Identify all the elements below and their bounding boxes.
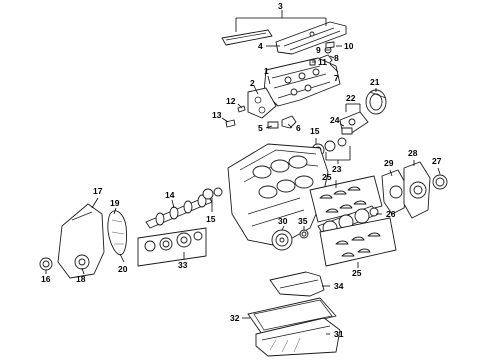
callout-35: 35 (298, 216, 308, 226)
callout-labels: 3 4 9 10 8 11 7 1 2 12 13 5 6 21 22 24 1… (41, 1, 442, 339)
oil-pickup (269, 271, 325, 297)
oil-pan (255, 317, 341, 357)
callout-8: 8 (334, 53, 339, 63)
callout-4: 4 (258, 41, 263, 51)
rear-cover (403, 161, 431, 219)
timing-cover (57, 203, 105, 279)
intake-parts (339, 111, 369, 135)
callout-23: 23 (332, 164, 342, 174)
callout-3: 3 (278, 1, 283, 11)
callout-25-upper: 25 (322, 172, 332, 182)
callout-17: 17 (93, 186, 103, 196)
cam-bearings (202, 187, 223, 200)
callout-5: 5 (258, 123, 263, 133)
engine-block (227, 143, 329, 247)
pushrods (267, 115, 297, 129)
callout-15-right: 15 (310, 126, 320, 136)
callout-6: 6 (296, 123, 301, 133)
callout-20: 20 (118, 264, 128, 274)
callout-11: 11 (318, 57, 327, 67)
callout-9: 9 (316, 45, 321, 55)
callout-14: 14 (165, 190, 175, 200)
callout-28: 28 (408, 148, 418, 158)
valve-cover-gasket (221, 29, 273, 46)
head-gasket (247, 87, 277, 119)
callout-26: 26 (386, 209, 396, 219)
callout-10: 10 (344, 41, 354, 51)
callout-22: 22 (346, 93, 356, 103)
callout-30: 30 (278, 216, 288, 226)
crank-seal (39, 257, 53, 271)
cylinder-head (263, 57, 341, 107)
throttle-body (365, 89, 387, 115)
balancer-bolt (299, 229, 309, 239)
timing-set (137, 227, 207, 267)
valve-cover (275, 21, 347, 55)
callout-34: 34 (334, 281, 344, 291)
callout-32: 32 (230, 313, 240, 323)
rear-seal-housing (381, 169, 409, 215)
callout-1: 1 (264, 66, 269, 76)
rear-main-seal (432, 174, 448, 190)
callout-18: 18 (76, 274, 86, 284)
callout-13: 13 (212, 110, 222, 120)
callout-15-left: 15 (206, 214, 216, 224)
camshaft (145, 194, 213, 229)
callout-29: 29 (384, 158, 394, 168)
leader-lines (45, 10, 441, 335)
callout-33: 33 (178, 260, 188, 270)
callout-2: 2 (250, 78, 255, 88)
rod-bearings-lower (319, 217, 397, 267)
callout-25-lower: 25 (352, 268, 362, 278)
callout-24: 24 (330, 115, 340, 125)
callout-19: 19 (110, 198, 120, 208)
callout-12: 12 (226, 96, 236, 106)
timing-chain (107, 210, 127, 256)
callout-21: 21 (370, 77, 380, 87)
oil-pan-gasket (247, 297, 337, 335)
callout-16: 16 (41, 274, 51, 284)
harmonic-balancer (271, 229, 293, 251)
head-bolts (225, 59, 316, 128)
callout-31: 31 (334, 329, 344, 339)
callout-7: 7 (334, 73, 339, 83)
callout-27: 27 (432, 156, 442, 166)
